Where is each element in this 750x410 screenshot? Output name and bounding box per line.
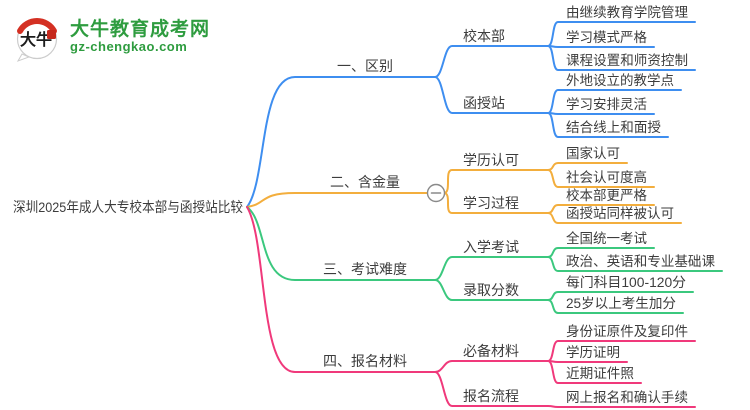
connector-line [547,169,655,188]
connector-line [434,360,549,373]
connector-line [547,45,655,48]
branch-2-topic[interactable]: 三、考试难度 [323,261,407,277]
collapse-toggle[interactable] [426,183,446,203]
logo-red-seal [47,30,56,39]
branch-0-subtopic-1[interactable]: 函授站 [463,95,505,111]
site-logo[interactable]: 大牛 大牛教育成考网 gz-chengkao.com [13,12,210,62]
connector-line [443,169,549,194]
site-name: 大牛教育成考网 [70,18,211,40]
logo-calligraphy-text: 大牛 [20,30,52,49]
branch-3-subtopic-0-item-2[interactable]: 近期证件照 [566,366,634,381]
site-url: gz-chengkao.com [70,39,188,55]
connector-line [246,192,428,208]
branch-2-subtopic-0-item-0[interactable]: 全国统一考试 [566,230,647,246]
daniu-logo-icon: 大牛 [16,18,58,62]
connector-line [547,212,682,224]
branch-0-subtopic-1-item-2[interactable]: 结合线上和面授 [566,120,661,135]
connector-line [434,45,549,78]
root-topic[interactable]: 深圳2025年成人大专校本部与函授站比较 [13,199,243,215]
connector-line [547,299,684,314]
connector-line [246,206,436,373]
branch-3-subtopic-0[interactable]: 必备材料 [463,343,519,359]
connector-line [547,112,669,138]
branch-0-subtopic-0-item-2[interactable]: 课程设置和师资控制 [566,53,688,68]
connector-line [246,206,436,281]
branch-2-subtopic-1-item-1[interactable]: 25岁以上考生加分 [566,296,676,311]
branch-0-subtopic-0-item-1[interactable]: 学习模式严格 [566,30,647,45]
branch-1-subtopic-0[interactable]: 学历认可 [463,152,519,168]
branch-2-subtopic-1-item-0[interactable]: 每门科目100-120分 [566,275,686,290]
branch-2-subtopic-1[interactable]: 录取分数 [463,282,519,298]
branch-1-subtopic-0-item-0[interactable]: 国家认可 [566,145,620,161]
branch-1-subtopic-1[interactable]: 学习过程 [463,195,519,211]
connector-line [547,360,628,363]
connector-line [443,192,549,214]
branch-1-subtopic-1-item-0[interactable]: 校本部更严格 [566,187,647,203]
branch-1-subtopic-0-item-1[interactable]: 社会认可度高 [566,169,647,185]
branch-3-subtopic-0-item-0[interactable]: 身份证原件及复印件 [566,323,688,339]
branch-3-subtopic-1-item-0[interactable]: 网上报名和确认手续 [566,390,688,405]
logo-red-arc [17,18,57,34]
connector-line [547,405,696,408]
branch-3-subtopic-0-item-1[interactable]: 学历证明 [566,345,620,360]
branch-0-subtopic-0[interactable]: 校本部 [463,28,505,44]
branch-0-subtopic-1-item-1[interactable]: 学习安排灵活 [566,97,647,112]
connector-line [434,256,549,281]
connector-line [246,76,436,208]
connector-line [547,45,696,71]
connector-line [434,371,549,407]
branch-2-subtopic-0[interactable]: 入学考试 [463,239,519,255]
branch-0-topic[interactable]: 一、区别 [337,58,393,74]
connector-line [547,256,723,272]
branch-1-subtopic-1-item-1[interactable]: 函授站同样被认可 [566,206,674,221]
branch-0-subtopic-0-item-0[interactable]: 由继续教育学院管理 [566,5,689,20]
connector-line [547,112,655,115]
connector-line [434,76,549,114]
branch-2-subtopic-0-item-1[interactable]: 政治、英语和专业基础课 [566,253,716,269]
branch-3-topic[interactable]: 四、报名材料 [323,353,407,369]
branch-1-topic[interactable]: 二、含金量 [330,174,400,190]
connector-line [434,279,549,301]
branch-3-subtopic-1[interactable]: 报名流程 [463,388,519,404]
logo-bubble-tail [16,53,31,62]
connector-line [547,162,628,171]
branch-0-subtopic-1-item-0[interactable]: 外地设立的教学点 [566,73,674,88]
connector-line [547,360,642,384]
